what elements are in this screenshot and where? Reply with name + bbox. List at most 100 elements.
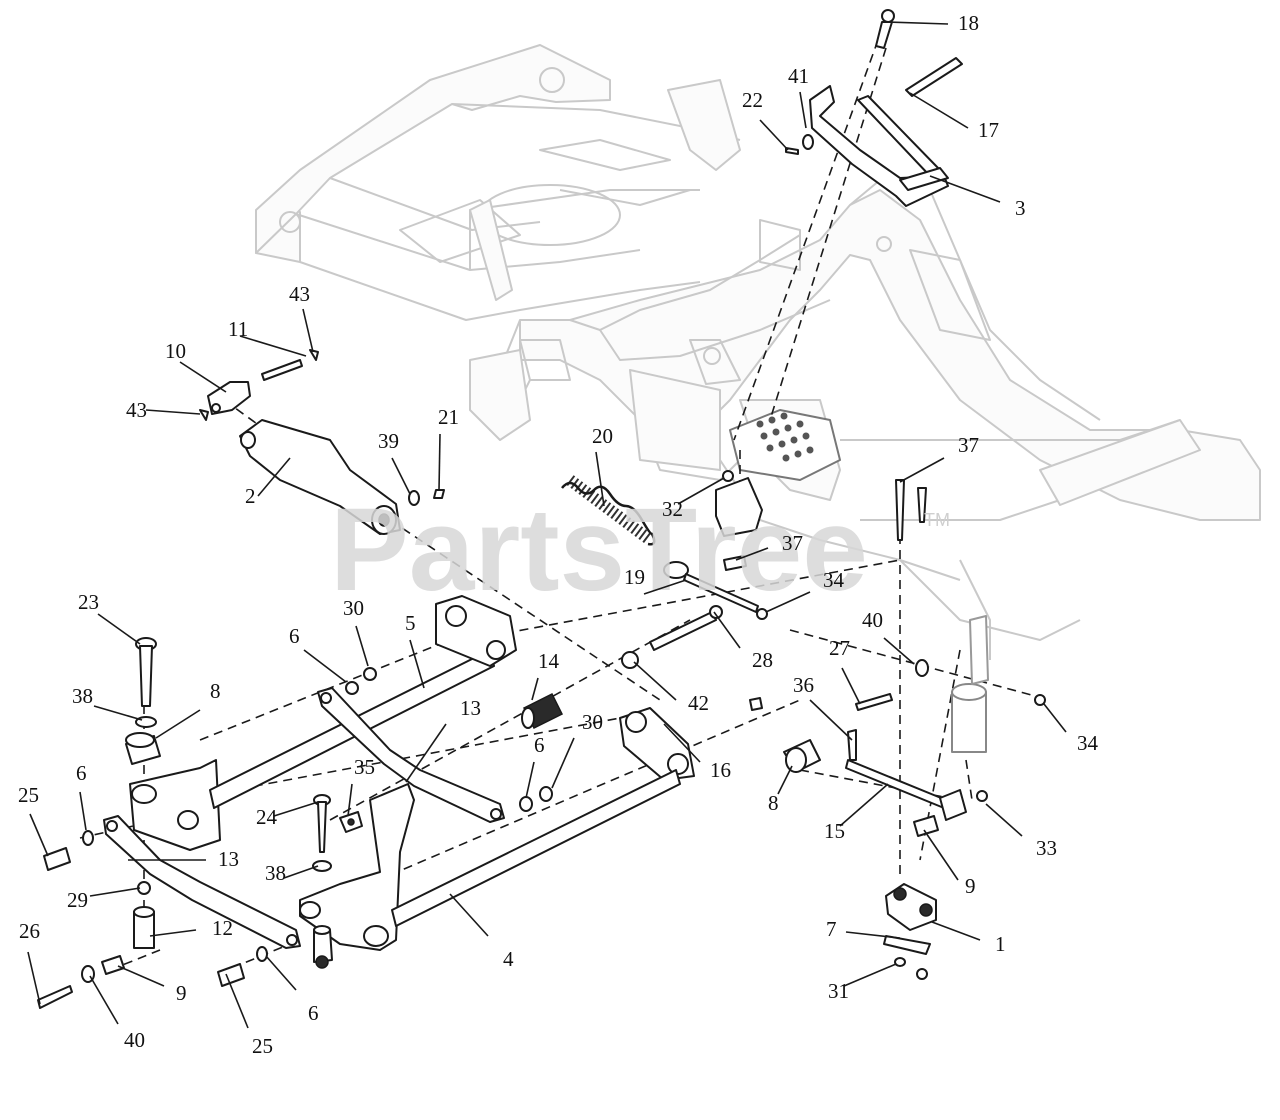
callout-number: 9	[176, 981, 187, 1005]
callout-c43b: 43	[126, 398, 201, 422]
callout-number: 8	[768, 791, 779, 815]
callout-c40a: 40	[862, 608, 915, 665]
leader-line	[633, 661, 677, 701]
callout-number: 13	[218, 847, 239, 871]
callout-number: 30	[582, 710, 603, 734]
callout-number: 18	[958, 11, 979, 35]
callout-c36: 36	[793, 673, 853, 741]
leader-line	[97, 613, 141, 645]
part-41-22-hardware	[785, 134, 814, 155]
callout-c9b: 9	[117, 965, 187, 1005]
callout-number: 25	[18, 783, 39, 807]
callout-c41: 41	[788, 64, 809, 129]
foot-pedal-plate	[729, 409, 841, 481]
part-34-nuts	[756, 608, 1046, 706]
part-10-bracket	[207, 381, 251, 415]
callout-number: 3	[1015, 196, 1026, 220]
callout-c28: 28	[713, 611, 773, 672]
callout-number: 40	[124, 1028, 145, 1052]
callout-c20: 20	[592, 424, 613, 507]
callout-number: 15	[824, 819, 845, 843]
callout-c6b: 6	[525, 733, 545, 799]
leader-line	[449, 893, 489, 937]
callout-c19: 19	[624, 565, 687, 595]
leader-line	[438, 433, 441, 491]
part-20-spring	[561, 475, 656, 546]
callout-number: 21	[438, 405, 459, 429]
callout-number: 34	[1077, 731, 1099, 755]
callout-number: 31	[828, 979, 849, 1003]
callout-number: 43	[289, 282, 310, 306]
part-42-washer	[621, 651, 639, 669]
leader-line	[273, 801, 319, 817]
leader-line	[145, 409, 201, 415]
callout-c17: 17	[909, 92, 999, 142]
leader-line	[117, 965, 165, 987]
callout-number: 6	[289, 624, 300, 648]
part-6-25-hardware-right	[217, 946, 268, 987]
callout-c13b: 13	[128, 847, 239, 871]
callout-c10: 10	[165, 339, 227, 393]
callout-c40b: 40	[89, 975, 145, 1052]
callout-c6c: 6	[76, 761, 87, 831]
leader-line	[759, 119, 789, 151]
callout-number: 27	[829, 636, 850, 660]
part-tube-socket	[951, 615, 989, 753]
part-14-spring-cylinder	[521, 692, 564, 730]
leader-line	[887, 21, 949, 25]
leader-line	[89, 975, 119, 1025]
callout-c30b: 30	[551, 710, 603, 789]
callout-c3: 3	[929, 175, 1026, 220]
part-7-plate	[883, 935, 931, 955]
callout-c32: 32	[662, 477, 725, 521]
leader-line	[302, 308, 314, 353]
callout-number: 12	[212, 916, 233, 940]
callout-number: 19	[624, 565, 645, 589]
callout-number: 1	[995, 932, 1006, 956]
part-35-nut	[339, 811, 363, 833]
callout-number: 37	[782, 531, 803, 555]
callout-c26: 26	[19, 919, 41, 1005]
callout-number: 2	[245, 484, 256, 508]
leader-line	[257, 457, 291, 497]
leader-line	[89, 887, 141, 897]
callout-c39: 39	[378, 429, 411, 495]
callout-number: 8	[210, 679, 221, 703]
part-13-link-upper	[317, 687, 505, 823]
leader-line	[531, 677, 539, 701]
part-12-ball-joint-right	[313, 925, 333, 969]
leader-line	[909, 92, 969, 129]
callout-number: 43	[126, 398, 147, 422]
callout-c13a: 13	[405, 696, 481, 783]
leader-line	[239, 335, 307, 357]
callout-c21: 21	[438, 405, 459, 491]
callout-number: 7	[826, 917, 837, 941]
leader-line	[525, 761, 535, 799]
leader-line	[677, 477, 725, 505]
leader-line	[843, 963, 897, 987]
callout-number: 42	[688, 691, 709, 715]
part-4-lift-shaft	[299, 769, 681, 951]
leader-line	[391, 457, 411, 495]
callout-c22: 22	[742, 88, 789, 151]
callout-c18: 18	[887, 11, 979, 35]
callout-number: 22	[742, 88, 763, 112]
leader-line	[799, 91, 807, 129]
leader-line	[809, 699, 853, 741]
part-12-ball-joint-left	[133, 906, 155, 949]
leader-line	[283, 865, 319, 879]
callout-number: 25	[252, 1034, 273, 1058]
part-8-bushing-right	[783, 739, 821, 773]
part-33-nut	[976, 790, 988, 802]
leader-line	[409, 639, 425, 689]
callout-number: 10	[165, 339, 186, 363]
leader-line	[845, 931, 901, 939]
callout-c23: 23	[78, 590, 141, 645]
callout-number: 6	[534, 733, 545, 757]
part-2-link-arm	[239, 419, 401, 535]
callout-c8b: 8	[768, 765, 793, 815]
part-8-bushing-left	[125, 732, 161, 765]
